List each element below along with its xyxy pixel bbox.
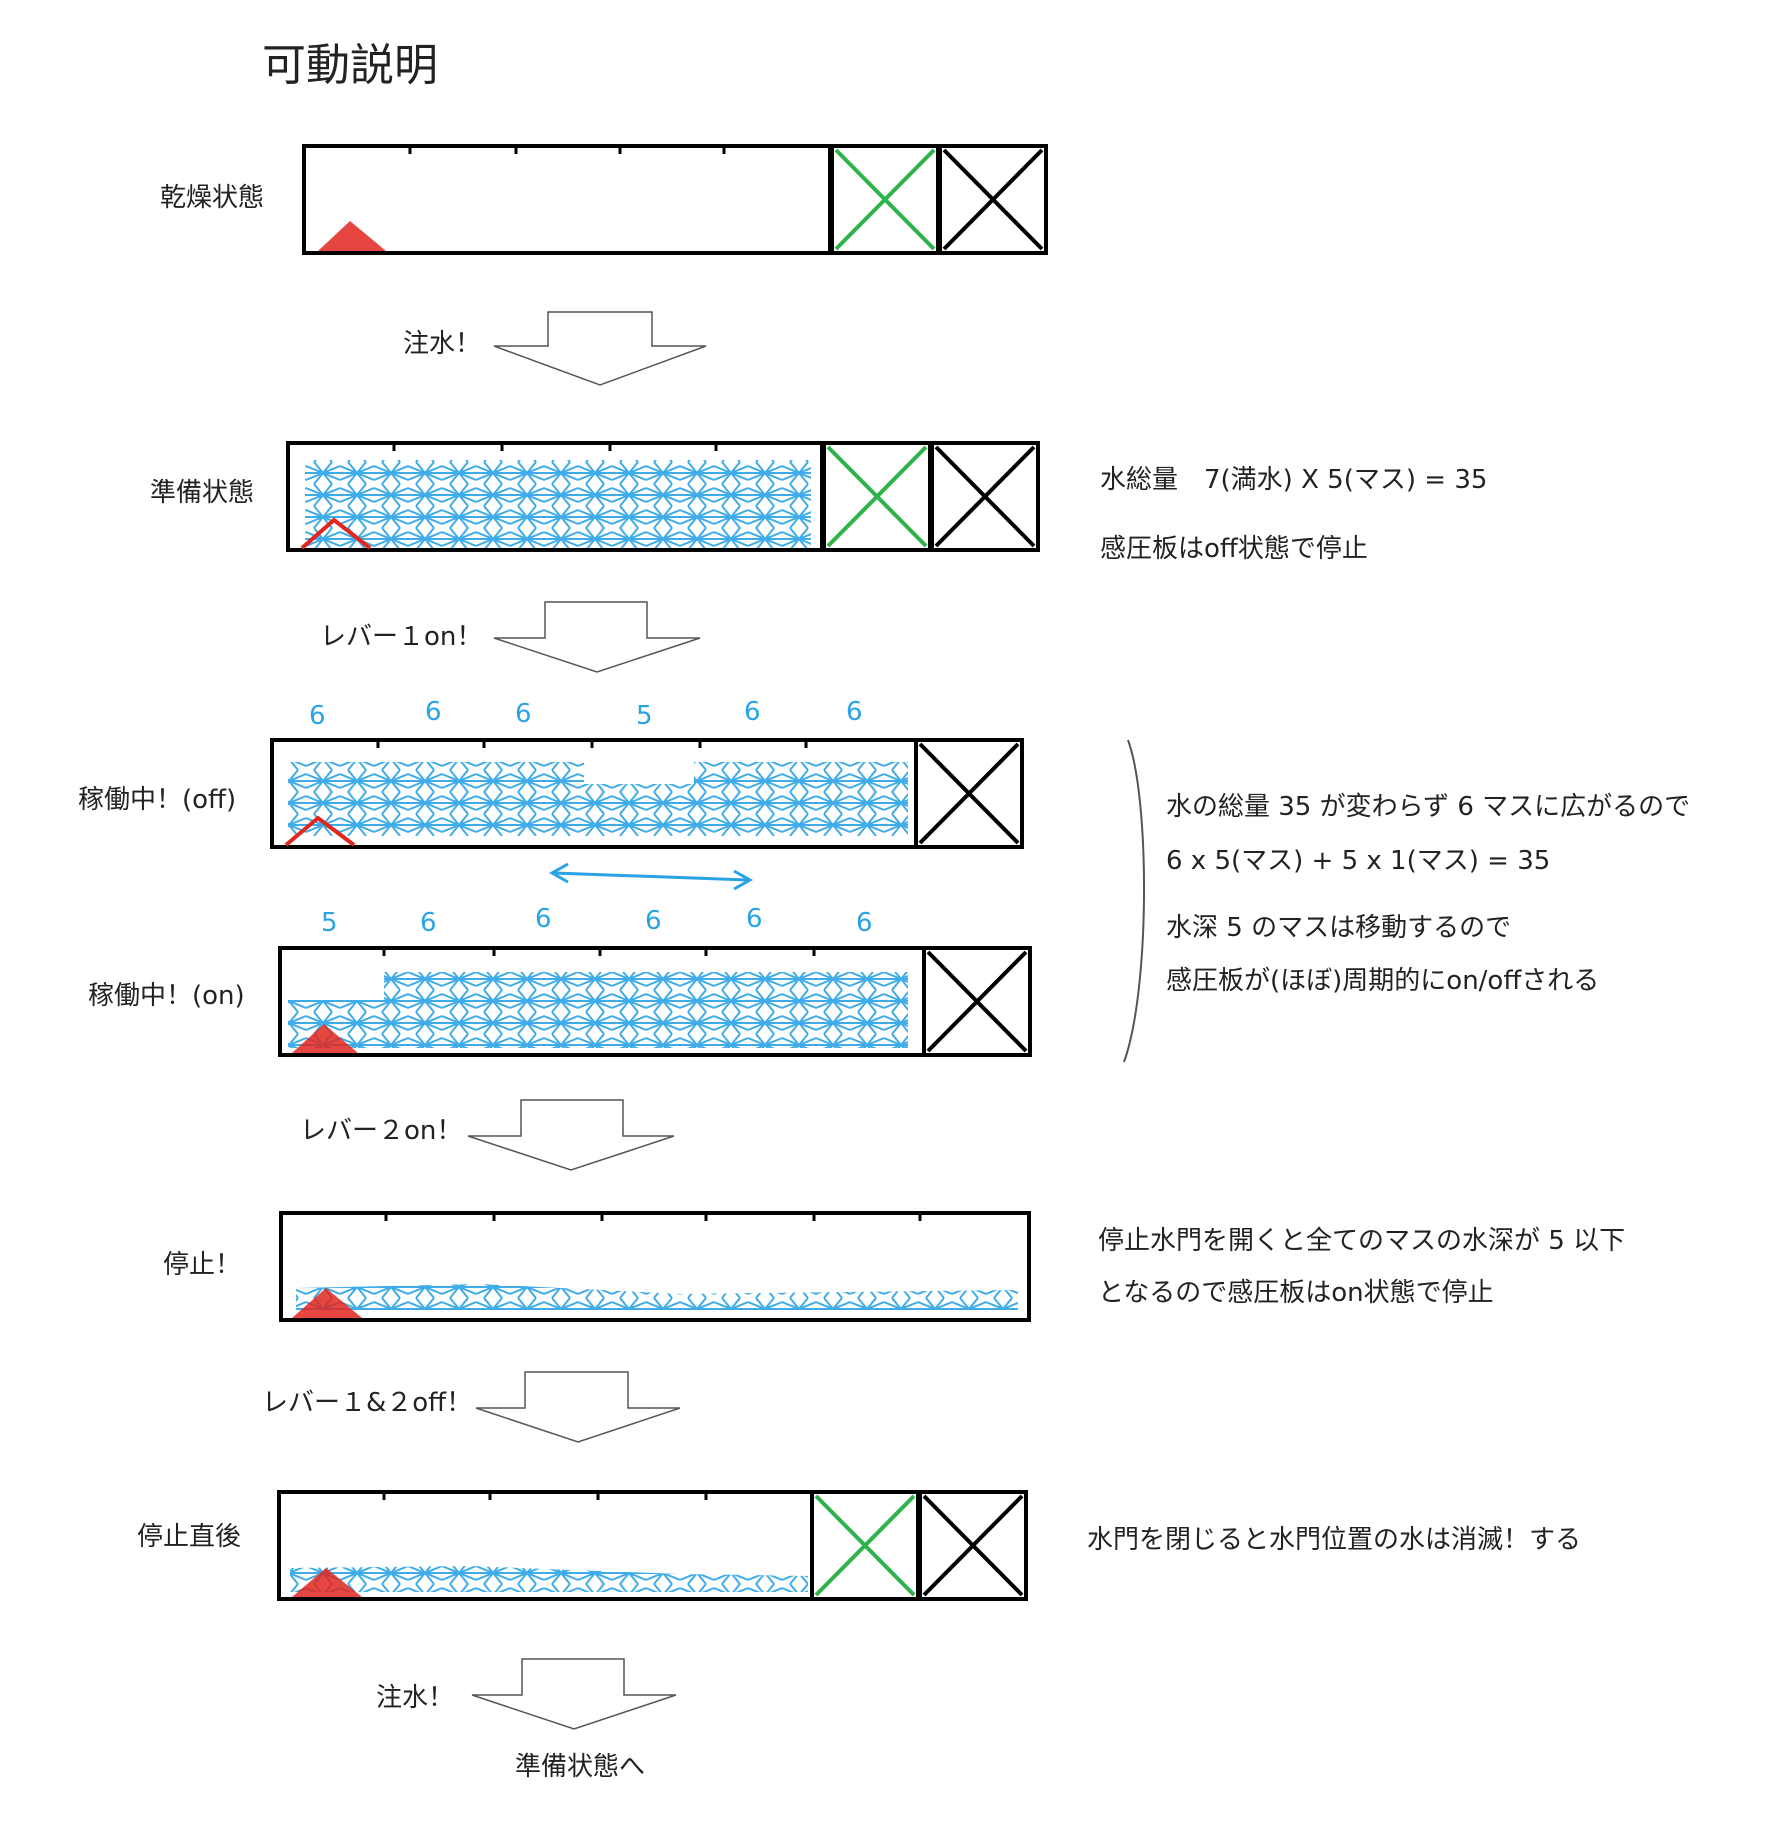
pressure-plate-icon	[300, 517, 372, 550]
note-ready-1: 水総量 7(満水) X 5(マス) = 35	[1100, 465, 1488, 495]
note-running-1: 水の総量 35 が変わらず 6 マスに広がるので	[1166, 792, 1691, 822]
note-running-2: 6 x 5(マス) + 5 x 1(マス) = 35	[1166, 846, 1551, 876]
depth-label-off-2: 6	[425, 697, 442, 727]
depth-label-off-4: 5	[636, 701, 653, 731]
stage-label-running-on: 稼働中！(on)	[88, 981, 245, 1011]
arrow-label-lever2-on: レバー２on！	[300, 1116, 463, 1146]
gate-closed-icon	[918, 1490, 1028, 1601]
pressure-plate-icon	[292, 1024, 358, 1053]
arrow-label-fill-water-again: 注水！	[376, 1683, 455, 1713]
pressure-plate-icon	[318, 221, 386, 251]
stage-ready-channel	[286, 441, 1040, 552]
depth-label-on-4: 6	[645, 906, 662, 936]
down-arrow-icon	[467, 1099, 675, 1171]
stage-label-ready: 準備状態	[150, 478, 255, 508]
stage-stop-channel	[279, 1211, 1031, 1322]
stage-after-stop-channel	[277, 1490, 1028, 1601]
note-running-4: 感圧板が(ほぼ)周期的にon/offされる	[1166, 966, 1600, 996]
gate-closed-icon	[938, 144, 1048, 255]
gate-open-icon	[822, 441, 932, 552]
gate-open-icon	[830, 144, 940, 255]
stage-label-after-stop: 停止直後	[137, 1522, 242, 1552]
stage-label-running-off: 稼働中！(off)	[78, 785, 237, 815]
end-label: 準備状態へ	[515, 1752, 646, 1782]
stage-running-on-channel	[278, 946, 1032, 1057]
stage-dry-channel	[302, 144, 1048, 255]
page-title: 可動説明	[262, 40, 438, 91]
double-arrow-icon	[548, 862, 754, 891]
pressure-plate-icon	[292, 1568, 362, 1597]
gate-closed-icon	[922, 946, 1032, 1057]
depth-label-on-2: 6	[420, 908, 437, 938]
gate-closed-icon	[914, 738, 1024, 849]
note-ready-2: 感圧板はoff状態で停止	[1100, 534, 1368, 564]
depth-label-on-5: 6	[746, 904, 763, 934]
depth-label-off-1: 6	[309, 701, 326, 731]
note-after-1: 水門を閉じると水門位置の水は消滅！する	[1087, 1525, 1582, 1555]
down-arrow-icon	[493, 311, 707, 386]
down-arrow-icon	[493, 601, 701, 673]
note-running-3: 水深 5 のマスは移動するので	[1166, 913, 1512, 943]
arrow-label-fill-water: 注水！	[403, 329, 482, 359]
stage-label-stop: 停止！	[163, 1250, 242, 1280]
down-arrow-icon	[471, 1658, 677, 1730]
pressure-plate-icon	[284, 815, 356, 847]
gate-open-icon	[810, 1490, 920, 1601]
stage-running-off-channel	[270, 738, 1024, 849]
depth-label-off-5: 6	[744, 697, 761, 727]
pressure-plate-icon	[292, 1288, 362, 1318]
depth-label-on-1: 5	[321, 908, 338, 938]
stage-label-dry: 乾燥状態	[160, 183, 265, 213]
arrow-label-lever1-on: レバー１on！	[320, 622, 483, 652]
arrow-label-levers-off: レバー１&２off！	[262, 1388, 473, 1418]
note-stop-1: 停止水門を開くと全てのマスの水深が 5 以下	[1098, 1226, 1626, 1256]
gate-closed-icon	[930, 441, 1040, 552]
depth-label-on-6: 6	[856, 908, 873, 938]
depth-label-off-3: 6	[515, 699, 532, 729]
depth-label-on-3: 6	[535, 904, 552, 934]
down-arrow-icon	[475, 1371, 681, 1443]
depth-label-off-6: 6	[846, 697, 863, 727]
note-stop-2: となるので感圧板はon状態で停止	[1098, 1278, 1494, 1308]
brace-icon	[1123, 739, 1146, 1063]
